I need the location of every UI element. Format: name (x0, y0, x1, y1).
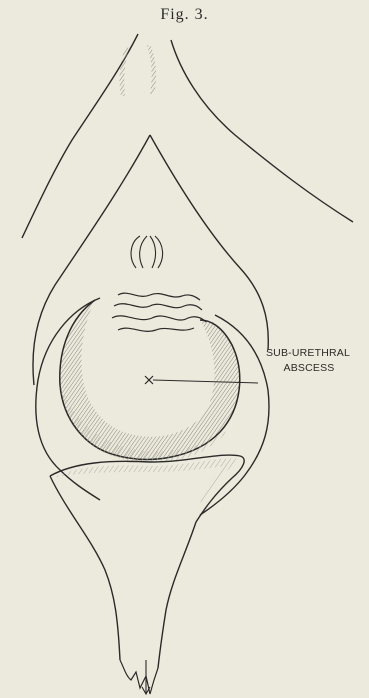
perineum-right (158, 522, 196, 668)
annotation-label-line1: SUB-URETHRAL (248, 346, 368, 360)
perineum-left (50, 476, 120, 660)
urethral-meatus (131, 236, 163, 268)
upper-left-fold (22, 34, 138, 238)
annotation-label-line2: ABSCESS (260, 361, 358, 375)
abscess-marker (145, 376, 258, 384)
inner-left-fold (33, 135, 150, 385)
torn-edge (120, 660, 158, 694)
down-arrow (142, 660, 150, 694)
top-shading-right (147, 44, 156, 94)
upper-right-fold (171, 40, 353, 222)
mucosal-folds (112, 293, 206, 331)
